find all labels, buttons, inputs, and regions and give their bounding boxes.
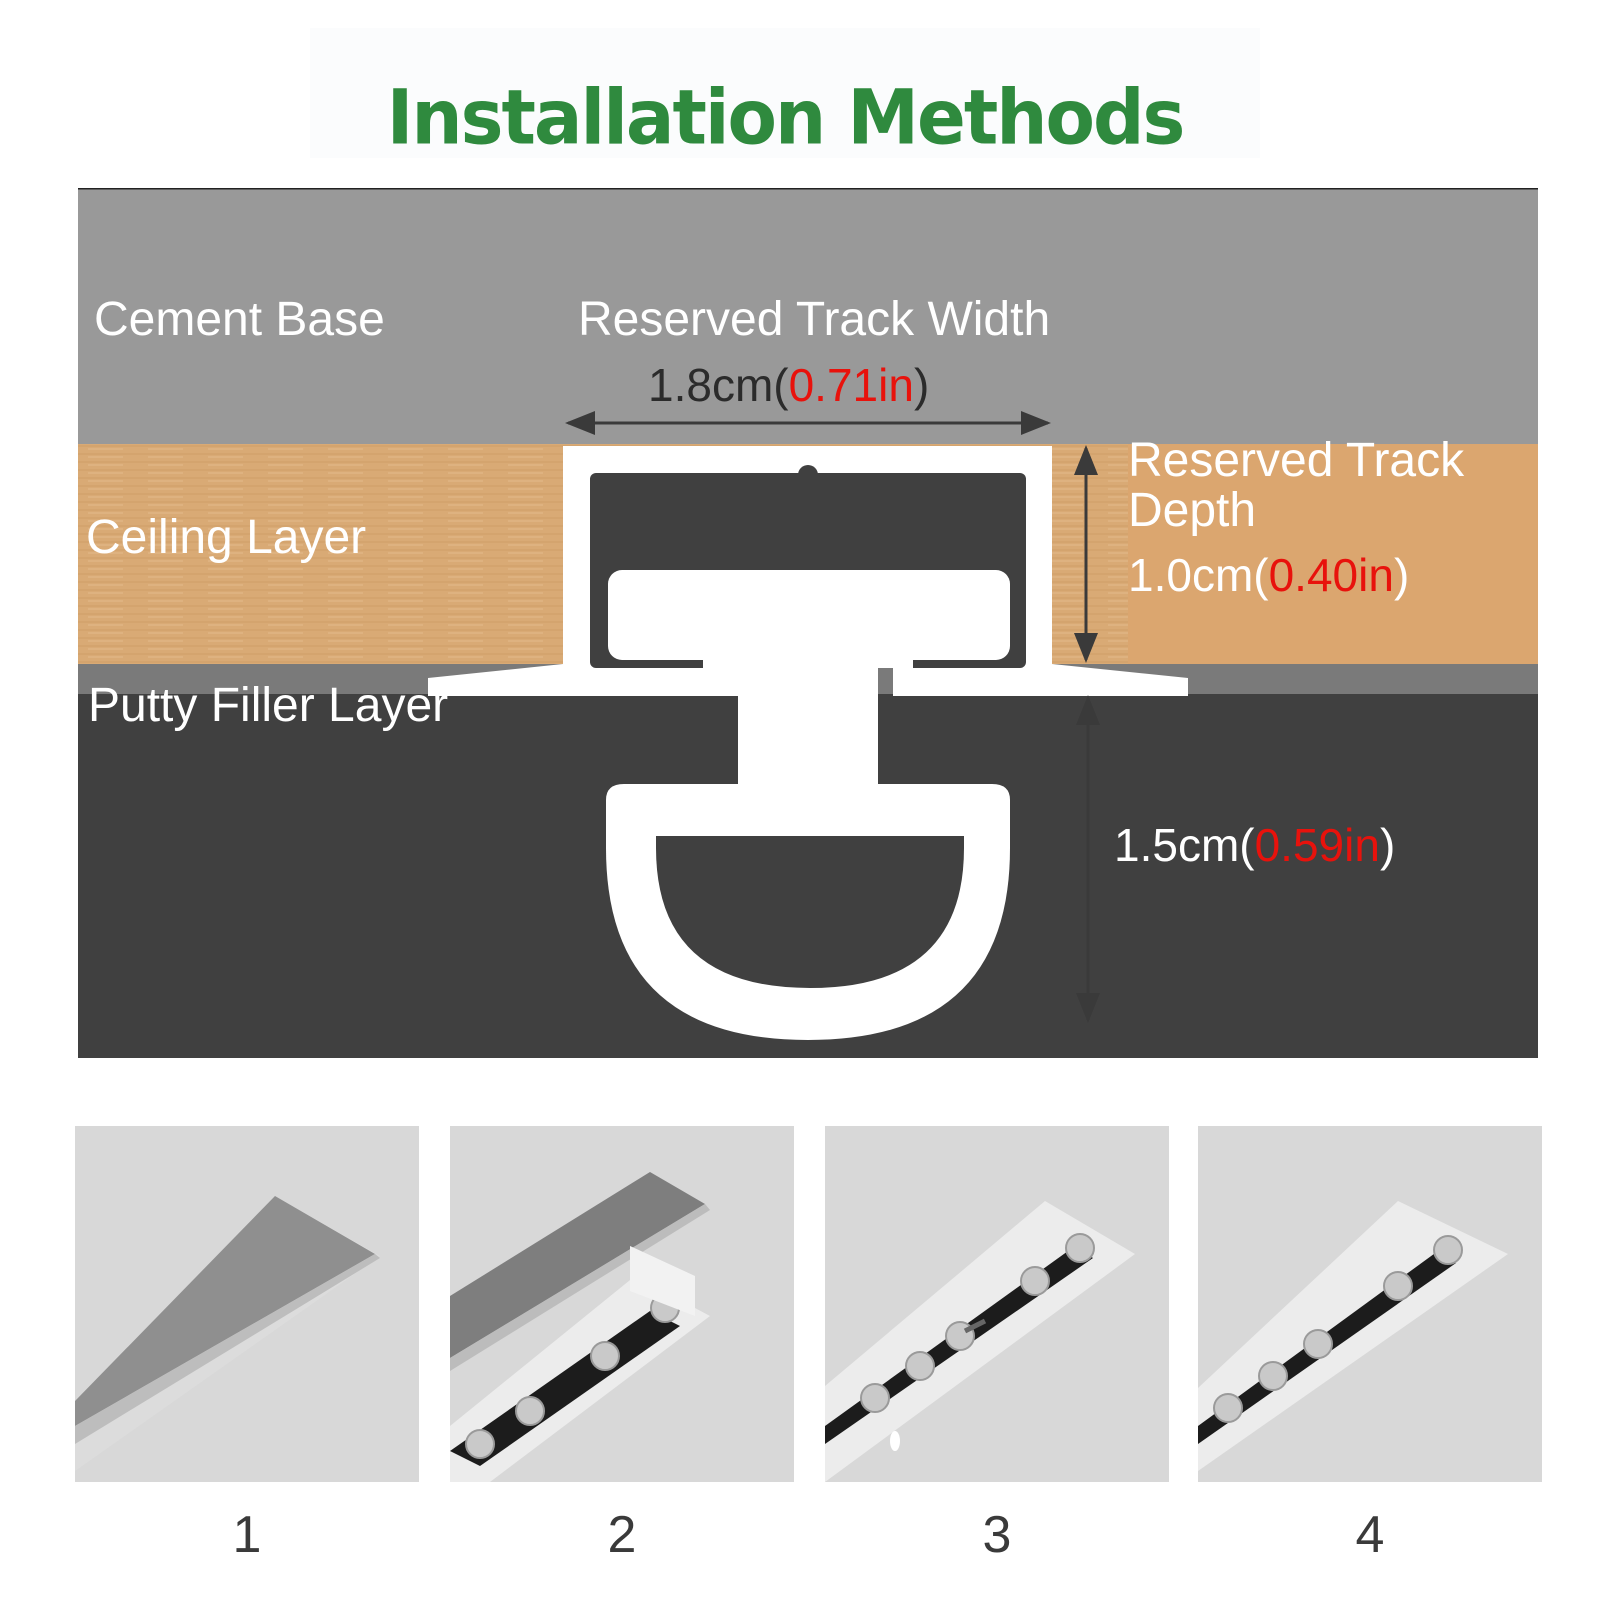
cross-section-diagram: Cement Base Ceiling Layer Putty Filler L… (78, 188, 1538, 1058)
step-2-number: 2 (607, 1506, 637, 1564)
step-2-image (450, 1126, 794, 1482)
ceiling-label: Ceiling Layer (86, 511, 367, 564)
step-1-number: 1 (232, 1506, 262, 1564)
page-title: Installation Methods (386, 72, 1186, 162)
drop-close: ) (1379, 819, 1396, 871)
width-inch: 0.71in (788, 359, 914, 411)
step-3-image (825, 1126, 1169, 1482)
width-value: 1.8cm(0.71in) (648, 358, 929, 412)
depth-label-line1: Reserved Track (1128, 434, 1465, 487)
width-label: Reserved Track Width (578, 293, 1051, 346)
drop-value: 1.5cm(0.59in) (1114, 818, 1395, 872)
depth-label-line2: Depth (1128, 484, 1257, 537)
screw-fixing-icon (825, 1126, 1169, 1482)
installed-track-icon (1198, 1126, 1542, 1482)
step-1-image (75, 1126, 419, 1482)
depth-label: Reserved Track Depth (1128, 436, 1464, 536)
cement-label: Cement Base (94, 293, 385, 346)
cement-layer (78, 188, 1538, 444)
depth-cm: 1.0cm( (1128, 549, 1269, 601)
step-4-image (1198, 1126, 1542, 1482)
step-3-number: 3 (982, 1506, 1012, 1564)
depth-close: ) (1393, 549, 1410, 601)
step-4-number: 4 (1355, 1506, 1385, 1564)
width-close: ) (913, 359, 930, 411)
drop-cm: 1.5cm( (1114, 819, 1255, 871)
depth-inch: 0.40in (1268, 549, 1394, 601)
track-carriage (608, 570, 1010, 660)
title-banner: Installation Methods (310, 28, 1260, 161)
track-insertion-icon (450, 1126, 794, 1482)
width-cm: 1.8cm( (648, 359, 789, 411)
recessed-groove-icon (75, 1126, 419, 1482)
depth-value: 1.0cm(0.40in) (1128, 548, 1409, 602)
putty-label: Putty Filler Layer (88, 679, 449, 732)
cross-section-drawing (78, 188, 1538, 1058)
drop-inch: 0.59in (1254, 819, 1380, 871)
